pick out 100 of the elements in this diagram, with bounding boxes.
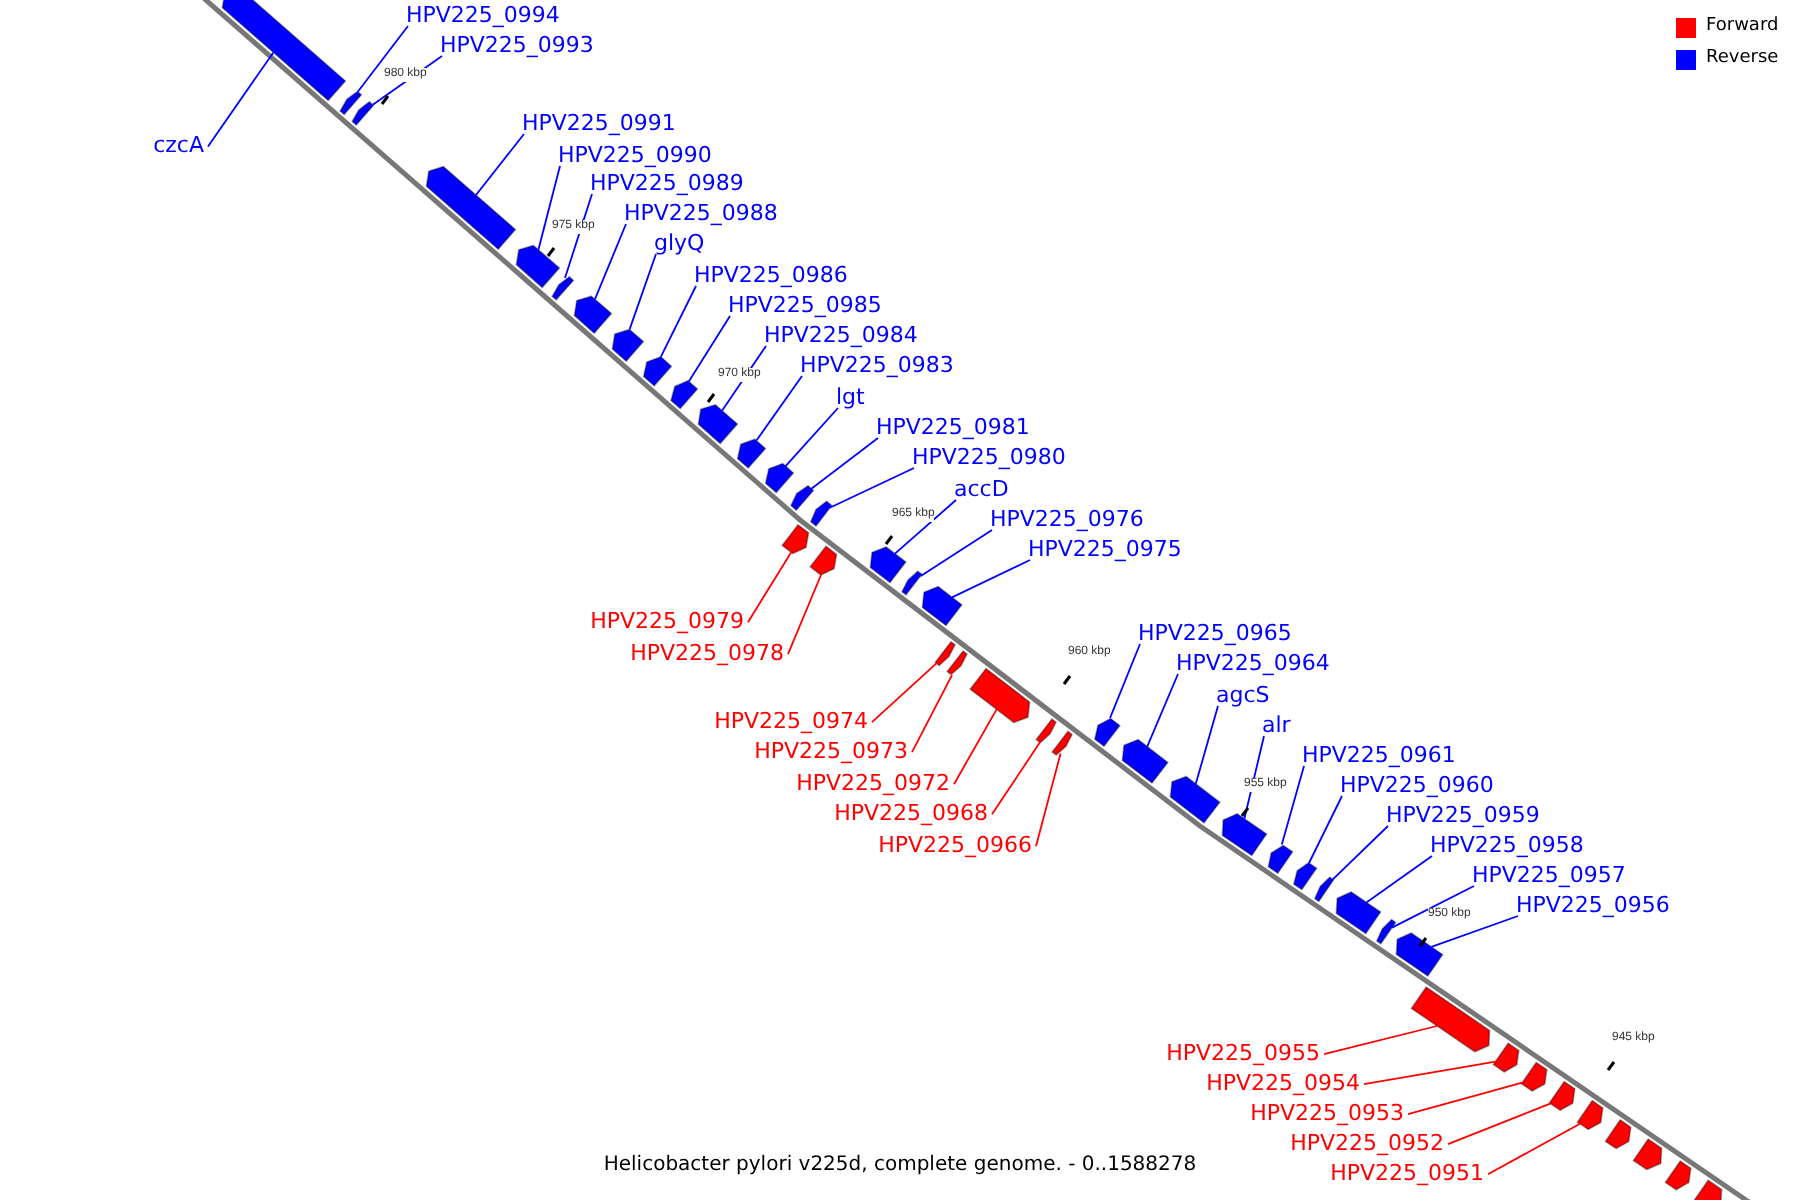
- leader-line: [1280, 765, 1305, 846]
- gene-block: [921, 585, 963, 627]
- gene-block: [869, 546, 907, 584]
- leader-line: [911, 674, 953, 754]
- gene-label: HPV225_0968: [834, 800, 988, 826]
- gene-block: [781, 523, 810, 555]
- gene-block: [339, 90, 363, 116]
- leader-line: [894, 499, 957, 555]
- gene-block: [790, 484, 815, 512]
- leader-line: [594, 223, 627, 301]
- gene-block: [934, 640, 956, 667]
- gene-label: HPV225_0989: [590, 170, 744, 196]
- gene-block: [1604, 1118, 1632, 1150]
- gene-block: [1121, 738, 1169, 785]
- gene-label: HPV225_0973: [754, 738, 908, 764]
- gene-block: [946, 649, 968, 676]
- gene-block: [1169, 775, 1221, 824]
- gene-label: HPV225_0974: [714, 708, 868, 734]
- gene-block: [809, 500, 833, 528]
- gene-block: [1335, 891, 1382, 935]
- leader-line: [1035, 752, 1062, 848]
- leader-line: [1323, 1025, 1438, 1056]
- gene-block: [1395, 932, 1444, 978]
- gene-label: HPV225_0959: [1386, 802, 1540, 828]
- gene-label: HPV225_0972: [796, 770, 950, 796]
- gene-block: [901, 570, 923, 596]
- caption: Helicobacter pylori v225d, complete genome. - 0..1588278: [603, 1154, 1197, 1176]
- leader-line: [810, 437, 879, 490]
- gene-block: [1410, 985, 1491, 1053]
- gene-block: [736, 438, 767, 470]
- leader-line: [1487, 1122, 1581, 1176]
- gene-label: HPV225_0978: [630, 640, 784, 666]
- leader-line: [991, 741, 1041, 816]
- gene-block: [764, 462, 795, 494]
- gene-label: HPV225_0952: [1290, 1130, 1444, 1156]
- gene-block: [351, 100, 375, 127]
- gene-label: HPV225_0956: [1516, 892, 1670, 918]
- gene-block: [221, 0, 347, 102]
- leader-line: [1447, 1102, 1552, 1146]
- leader-line: [828, 467, 915, 509]
- leader-line: [1407, 1081, 1524, 1116]
- gene-label: HPV225_0993: [440, 32, 594, 58]
- gene-label: HPV225_0979: [590, 608, 744, 634]
- gene-block: [1664, 1159, 1692, 1191]
- gene-block: [573, 295, 613, 335]
- gene-block: [1632, 1137, 1663, 1171]
- gene-label: HPV225_0976: [990, 506, 1144, 532]
- gene-label: HPV225_0986: [694, 262, 848, 288]
- gene-block: [697, 403, 739, 445]
- leader-line: [1363, 1060, 1497, 1086]
- gene-label: HPV225_0961: [1302, 742, 1456, 768]
- leader-line: [784, 407, 839, 468]
- leader-line: [659, 285, 697, 358]
- gene-label: HPV225_0988: [624, 200, 778, 226]
- gene-label: czcA: [153, 132, 204, 158]
- gene-label: HPV225_0985: [728, 292, 882, 318]
- gene-label: HPV225_0953: [1250, 1100, 1404, 1126]
- leader-line: [953, 708, 998, 786]
- leader-line: [787, 574, 822, 656]
- gene-label: HPV225_0966: [878, 832, 1032, 858]
- leader-line: [371, 55, 443, 106]
- leader-line: [628, 253, 657, 331]
- gene-label: HPV225_0955: [1166, 1040, 1320, 1066]
- gene-block: [642, 355, 673, 387]
- gene-block: [1221, 812, 1268, 857]
- gene-block: [670, 379, 699, 410]
- gene-label: HPV225_0994: [406, 2, 560, 28]
- leader-line: [871, 662, 938, 724]
- gene-label: HPV225_0964: [1176, 650, 1330, 676]
- leader-line: [1391, 885, 1475, 929]
- gene-block: [1492, 1042, 1520, 1073]
- leader-line: [1146, 673, 1179, 748]
- leader-line: [687, 315, 731, 383]
- gene-label: HPV225_0984: [764, 322, 918, 348]
- leader-line: [721, 345, 767, 412]
- gene-label: HPV225_0981: [876, 414, 1030, 440]
- gene-block: [1520, 1061, 1548, 1092]
- leader-line: [356, 25, 409, 93]
- gene-label: HPV225_0975: [1028, 536, 1182, 562]
- legend-label: Forward: [1706, 16, 1779, 38]
- gene-block: [1548, 1080, 1576, 1112]
- gene-block: [1292, 861, 1318, 891]
- leader-line: [919, 529, 993, 578]
- gene-label: agcS: [1216, 682, 1270, 708]
- leader-line: [564, 193, 593, 279]
- gene-block: [809, 545, 838, 576]
- leader-line: [1331, 825, 1389, 881]
- leader-line: [475, 133, 525, 196]
- gene-block: [515, 244, 561, 289]
- gene-label: HPV225_0960: [1340, 772, 1494, 798]
- leader-line: [1109, 643, 1141, 720]
- leader-line: [755, 375, 803, 442]
- gene-label: HPV225_0951: [1330, 1160, 1484, 1186]
- gene-label: HPV225_0983: [800, 352, 954, 378]
- gene-label: HPV225_0991: [522, 110, 676, 136]
- gene-label: alr: [1262, 712, 1291, 738]
- gene-block: [969, 667, 1031, 724]
- gene-label: glyQ: [654, 230, 705, 256]
- leader-line: [1365, 855, 1433, 904]
- gene-label: HPV225_0957: [1472, 862, 1626, 888]
